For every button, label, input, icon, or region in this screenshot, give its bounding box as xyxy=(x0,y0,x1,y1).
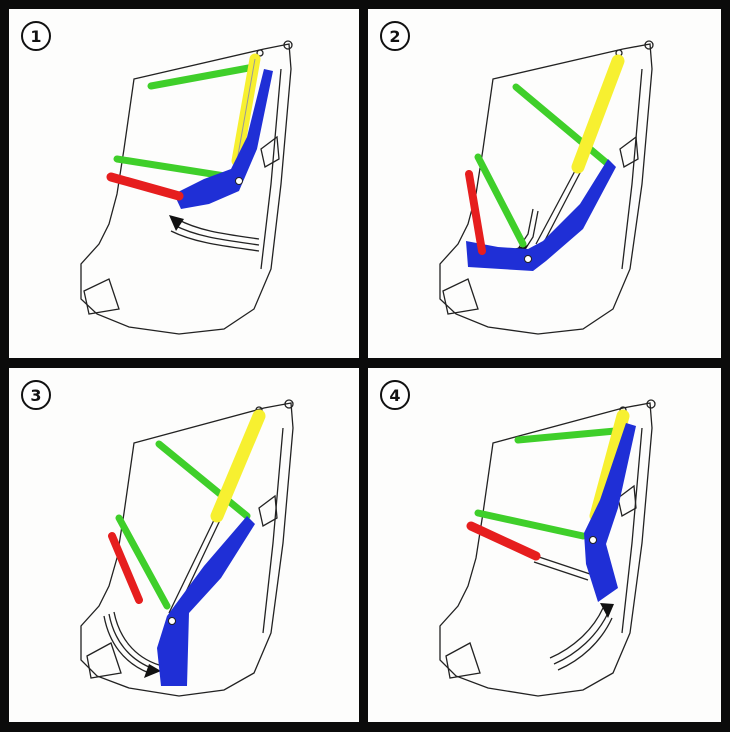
mechanism-diagram-4 xyxy=(439,399,656,697)
housing-outline xyxy=(80,43,292,335)
green-link-upper xyxy=(512,83,612,168)
step-number-2: 2 xyxy=(380,21,410,51)
blue-arm xyxy=(174,69,273,209)
mechanism-diagram-2 xyxy=(439,40,654,335)
green-link-lower xyxy=(115,514,171,610)
housing-inner-line xyxy=(260,68,282,270)
motion-arrow-head xyxy=(169,215,184,231)
green-link-upper xyxy=(514,426,630,444)
step-number-4: 4 xyxy=(380,380,410,410)
base-bracket xyxy=(86,642,122,679)
mount-bracket xyxy=(258,494,278,528)
mount-bracket xyxy=(617,484,637,518)
blue-arm xyxy=(466,159,616,271)
base-bracket xyxy=(83,278,120,315)
housing-outline xyxy=(439,43,653,335)
motion-arrow xyxy=(103,615,150,674)
green-link-upper xyxy=(147,63,258,90)
blue-arm xyxy=(584,423,636,602)
housing-outline xyxy=(439,402,653,697)
motion-arrow-head xyxy=(600,603,614,618)
green-link-lower xyxy=(474,153,527,248)
base-bracket xyxy=(442,278,479,315)
panel-4: 4 xyxy=(368,368,721,722)
step-number-1: 1 xyxy=(21,21,51,51)
housing-inner-line xyxy=(621,427,643,634)
motion-arrow xyxy=(176,218,260,240)
red-cylinder xyxy=(466,521,541,561)
mechanism-diagram-3 xyxy=(80,399,294,697)
panel-3: 3 xyxy=(9,368,359,722)
panel-2: 2 xyxy=(368,9,721,358)
mount-bracket xyxy=(260,135,280,169)
mount-bracket xyxy=(619,135,639,169)
green-link-upper xyxy=(155,440,251,520)
housing-outline xyxy=(80,402,294,697)
motion-arrow xyxy=(549,607,604,659)
green-link-lower xyxy=(474,509,587,540)
yellow-boom-cylinder xyxy=(571,54,625,174)
base-bracket xyxy=(445,642,481,679)
red-cylinder xyxy=(465,170,486,255)
motion-arrow-head xyxy=(144,664,161,678)
yellow-boom-cylinder xyxy=(210,409,266,523)
mechanism-diagram-1 xyxy=(80,40,293,335)
housing-inner-line xyxy=(621,68,643,270)
step-number-3: 3 xyxy=(21,380,51,410)
housing-inner-line xyxy=(262,427,284,634)
blue-arm xyxy=(157,516,255,686)
green-link-lower xyxy=(113,155,235,181)
red-cylinder xyxy=(108,532,143,604)
red-cylinder xyxy=(106,172,184,201)
panel-1: 1 xyxy=(9,9,359,358)
